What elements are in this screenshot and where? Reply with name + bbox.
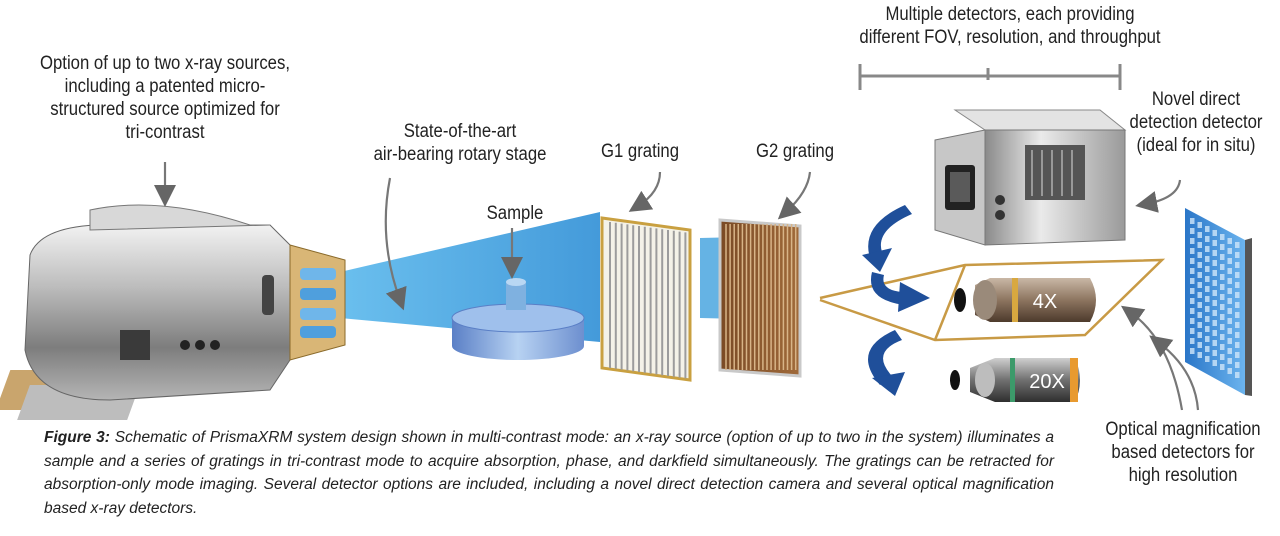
caption-text: Schematic of PrismaXRM system design sho… bbox=[44, 429, 1055, 517]
objective-20x bbox=[950, 358, 1080, 402]
g1-grating bbox=[600, 216, 692, 382]
objective-4x-label: 4X bbox=[1033, 291, 1057, 313]
detector-switch-arrows bbox=[862, 205, 930, 396]
multiple-detectors-label: Multiple detectors, each providing diffe… bbox=[859, 4, 1161, 48]
objective-4x bbox=[954, 278, 1096, 322]
g2-grating bbox=[718, 218, 802, 378]
detector-screen bbox=[1185, 208, 1252, 396]
optical-detectors-label: Optical magnification based detectors fo… bbox=[1105, 419, 1261, 486]
direct-detector-label: Novel direct detection detector (ideal f… bbox=[1129, 89, 1263, 156]
rotary-stage bbox=[451, 278, 585, 360]
xray-source bbox=[0, 204, 346, 420]
sample-label: Sample bbox=[486, 203, 544, 224]
g2-grating-label: G2 grating bbox=[755, 141, 835, 162]
optical-frame bbox=[819, 258, 1166, 342]
caption-prefix: Figure 3: bbox=[44, 429, 110, 446]
direct-detection-camera bbox=[934, 109, 1127, 246]
xray-sources-label: Option of up to two x-ray sources, inclu… bbox=[39, 53, 290, 143]
g1-grating-label: G1 grating bbox=[600, 141, 680, 162]
rotary-stage-label: State-of-the-art air-bearing rotary stag… bbox=[373, 121, 547, 165]
objective-20x-label: 20X bbox=[1029, 371, 1065, 393]
figure-caption: Figure 3: Schematic of PrismaXRM system … bbox=[44, 426, 1054, 520]
detector-bracket bbox=[858, 64, 1122, 90]
pointer-arrows bbox=[154, 162, 1200, 411]
